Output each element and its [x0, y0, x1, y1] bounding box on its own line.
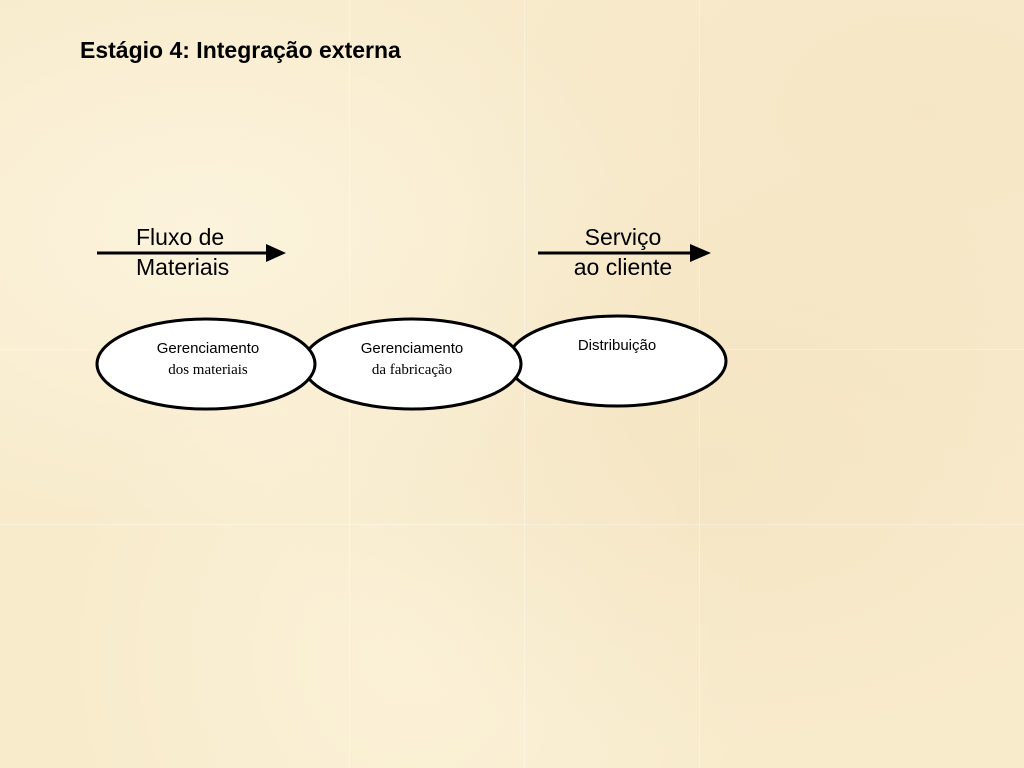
slide-title: Estágio 4: Integração externa — [80, 37, 401, 63]
materials-flow-line2: Materiais — [136, 254, 230, 280]
materials-management-label: Gerenciamento dos materiais — [118, 339, 298, 381]
materials-flow-line1: Fluxo de — [136, 224, 225, 250]
materials-flow-label: Fluxo de Materiais — [130, 222, 260, 282]
distribution-line1: Distribuição — [577, 337, 657, 354]
materials-management-line2: dos materiais — [168, 362, 248, 378]
service-flow-line2: ao cliente — [573, 254, 673, 280]
service-flow-arrow — [538, 244, 711, 262]
fabrication-management-line1: Gerenciamento — [360, 340, 464, 357]
fabrication-management-label: Gerenciamento da fabricação — [322, 339, 502, 381]
service-flow-label: Serviço ao cliente — [548, 222, 698, 282]
distribution-label: Distribuição — [527, 336, 707, 356]
service-flow-line1: Serviço — [584, 224, 662, 250]
materials-management-line1: Gerenciamento — [156, 340, 260, 357]
materials-management-node — [95, 317, 317, 411]
fabrication-management-line2: da fabricação — [371, 362, 453, 378]
distribution-node — [506, 314, 728, 408]
materials-flow-arrow — [97, 244, 286, 262]
